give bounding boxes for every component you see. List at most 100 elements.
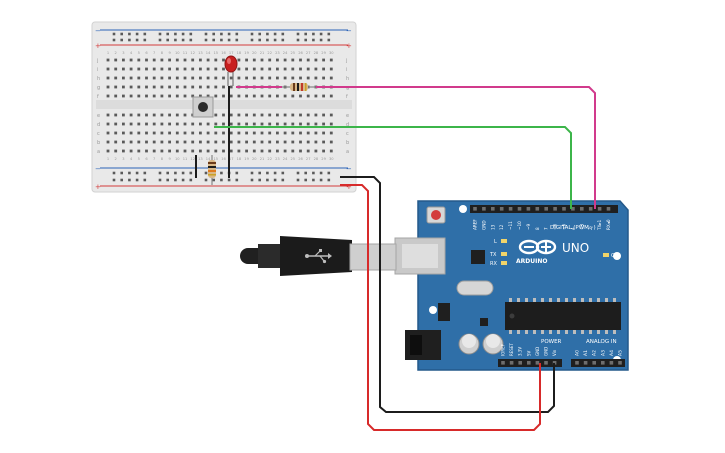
breadboard-hole [175,140,179,144]
header-pin[interactable] [580,207,584,211]
breadboard-hole [199,85,202,89]
header-pin[interactable] [527,361,531,365]
resistor-h-band-3 [301,83,303,91]
header-pin[interactable] [535,361,540,365]
breadboard-hole [106,113,110,117]
breadboard-hole [129,67,133,71]
header-pin[interactable] [588,207,593,211]
breadboard-hole [322,58,325,62]
breadboard-hole [306,94,310,98]
rail-hole [296,38,300,42]
breadboard-hole [252,76,256,80]
onboard-led-on [603,253,609,257]
header-pin[interactable] [518,361,522,365]
breadboard-hole [214,149,218,153]
atmega-chip-pins [509,298,616,334]
breadboard-hole [329,140,333,144]
header-pin[interactable] [501,361,505,365]
header-pin[interactable] [544,361,548,365]
column-number: 7 [153,51,155,55]
rail-minus-label-bottom: − [95,165,101,173]
atmega-chip [505,302,621,330]
header-pin[interactable] [597,207,602,211]
rail-hole [174,38,177,42]
breadboard-hole [168,58,171,62]
chip-pin [565,298,568,302]
breadboard-hole [222,122,225,126]
header-pin[interactable] [526,207,531,211]
breadboard-hole [152,58,156,62]
breadboard-hole [122,122,125,126]
header-pin[interactable] [583,361,588,365]
header-pin[interactable] [508,207,513,211]
column-number: 5 [138,157,140,161]
breadboard-hole [222,113,225,117]
breadboard-hole [222,140,225,144]
digital-pin-label: ~3 [579,223,584,230]
header-pin[interactable] [517,207,522,211]
header-pin[interactable] [571,207,575,211]
breadboard-hole [160,94,164,98]
header-pin[interactable] [601,361,605,365]
header-pin[interactable] [553,207,557,211]
breadboard-hole [229,85,233,89]
on-label: ON [611,253,619,259]
power-pin-label: 3.3V [518,347,523,356]
wire-red-5v [340,184,541,431]
header-pin[interactable] [606,207,611,211]
header-pin[interactable] [473,207,477,211]
rail-hole [227,32,231,36]
breadboard-hole [276,76,279,80]
header-pin[interactable] [575,361,579,365]
breadboard-hole [245,76,248,80]
rail-hole [212,178,215,182]
breadboard-hole [306,131,310,135]
header-pin[interactable] [592,361,596,365]
column-number: 12 [190,51,195,55]
breadboard-hole [106,58,110,62]
breadboard-hole [268,58,272,62]
column-number: 24 [283,157,288,161]
header-pin[interactable] [535,207,540,211]
mount-hole-4 [429,306,437,314]
rail-hole [143,178,147,182]
header-pin[interactable] [509,361,514,365]
pushbutton[interactable] [192,96,214,118]
chip-pin [549,298,552,302]
column-number: 15 [214,51,219,55]
crystal-oscillator [456,280,494,296]
row-letter: d [346,122,349,128]
rail-hole [258,178,261,182]
header-pin[interactable] [482,207,486,211]
column-number: 7 [153,157,155,161]
breadboard-hole [191,122,195,126]
rail-hole [128,178,131,182]
breadboard-hole [214,94,218,98]
chip-pin [525,298,528,302]
power-jack-inner [410,335,422,355]
column-number: 10 [175,157,180,161]
row-letter: e [346,113,349,119]
breadboard-hole [183,85,187,89]
breadboard-hole [145,67,148,71]
header-pin[interactable] [562,207,566,211]
reset-button-cap[interactable] [431,210,441,220]
rail-hole [204,38,208,42]
rail-hole [181,32,185,36]
header-pin[interactable] [552,361,557,365]
breadboard-hole [314,122,318,126]
header-pin[interactable] [499,207,504,211]
header-pin[interactable] [618,361,622,365]
column-number: 14 [206,157,211,161]
chip-pin [541,298,544,302]
header-pin[interactable] [491,207,495,211]
header-pin[interactable] [609,361,614,365]
header-pin[interactable] [544,207,548,211]
breadboard-hole [152,94,156,98]
rail-hole [312,32,315,36]
rail-hole [235,32,239,36]
breadboard-hole [199,131,202,135]
rail-hole [220,32,223,36]
breadboard-hole [168,140,171,144]
breadboard-hole [252,94,256,98]
